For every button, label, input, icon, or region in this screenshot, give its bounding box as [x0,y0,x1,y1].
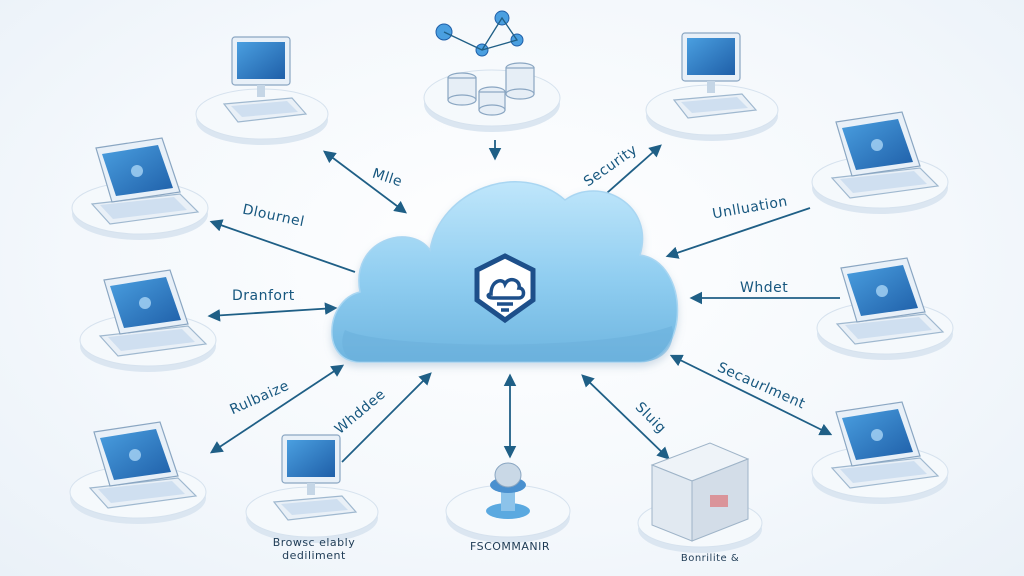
laptop-node-right-middle[interactable] [816,257,954,361]
caption-bottom-center-node: FSCOMMANIR [469,540,551,553]
connection-label-dranfort: Dranfort [232,288,295,304]
arrow-left-upper [209,219,356,273]
server-cluster-node[interactable] [423,10,561,132]
monitor-node-bottom-left[interactable] [245,434,379,544]
server-box-node[interactable] [637,442,763,553]
laptop-node-left-upper[interactable] [71,137,209,241]
laptop-node-right-upper[interactable] [811,111,949,215]
caption-bottom-right-node: Bonrilite & [680,553,740,564]
arrow-right-upper [665,207,811,259]
arrow-bottom-right-server [581,374,670,460]
monitor-node-top-left[interactable] [195,36,329,146]
laptop-node-left-middle[interactable] [79,269,217,373]
arrow-left-middle [207,302,338,322]
arrow-left-lower [209,364,345,454]
arrow-bottom-left-monitor [341,372,432,463]
connection-label-whdet: Whdet [740,280,789,296]
hub-device-node[interactable] [445,462,571,543]
laptop-node-left-lower[interactable] [69,421,207,525]
monitor-node-top-right[interactable] [645,32,779,142]
arrow-right-lower [669,354,833,436]
arrow-top-left-monitor [322,150,408,214]
laptop-node-right-lower[interactable] [811,401,949,505]
shield-cloud-icon [474,253,536,324]
caption-bottom-left-node: Browsc elably dediliment [272,536,356,562]
